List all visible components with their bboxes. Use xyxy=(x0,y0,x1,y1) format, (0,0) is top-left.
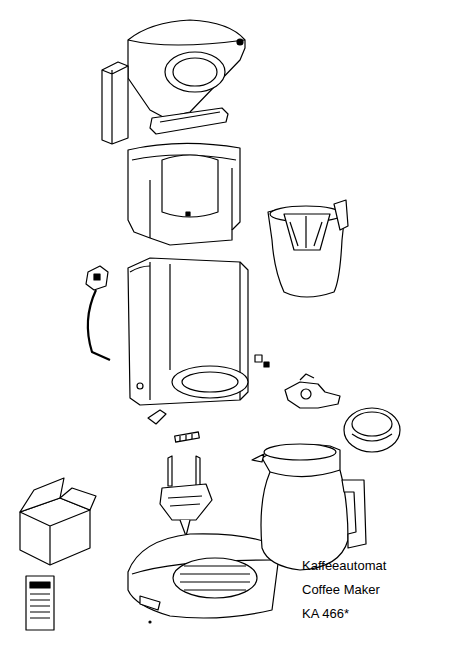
upper-housing xyxy=(128,143,240,245)
lid xyxy=(128,20,245,134)
clips xyxy=(148,410,199,442)
filter-basket xyxy=(268,200,348,297)
valve-parts xyxy=(255,355,340,408)
carafe-lid xyxy=(344,408,400,452)
packing-box xyxy=(20,478,96,565)
water-gauge xyxy=(102,62,128,144)
base-plate xyxy=(128,534,280,618)
carafe xyxy=(252,444,366,570)
caption-label: KA 466* xyxy=(302,606,349,622)
main-body xyxy=(128,258,248,405)
heating-element xyxy=(160,456,212,536)
caption-label: Kaffeeautomat xyxy=(302,558,386,574)
power-cord xyxy=(86,266,110,360)
caption-label: Coffee Maker xyxy=(302,582,380,598)
manual-booklet xyxy=(26,576,54,630)
